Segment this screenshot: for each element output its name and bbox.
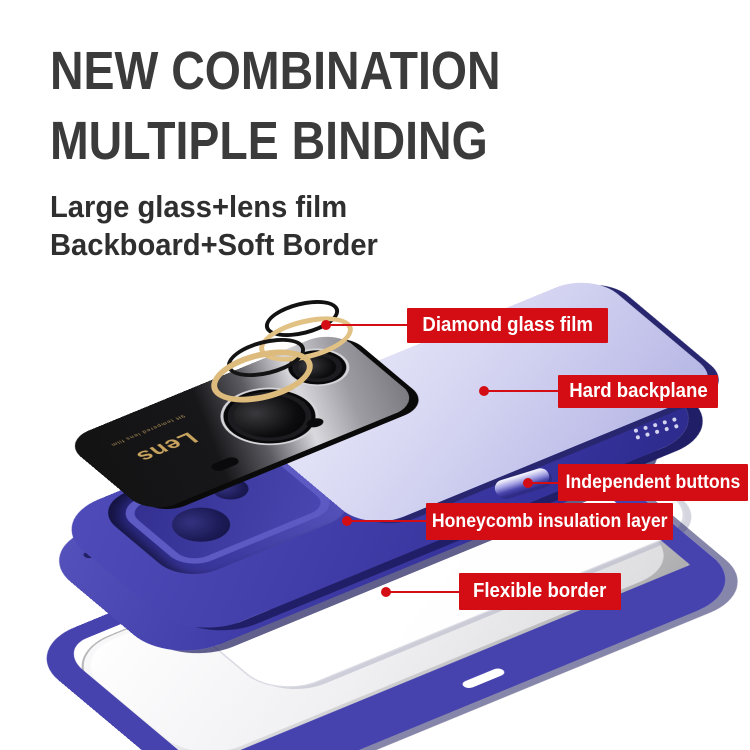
callout-leader-line: [532, 482, 558, 484]
callout-label: Hard backplane: [558, 375, 718, 408]
callout-leader-line: [488, 390, 558, 392]
callout-leader-line: [390, 591, 459, 593]
callout-label: Flexible border: [459, 573, 621, 610]
callout-label: Diamond glass film: [407, 308, 608, 343]
callout-label: Independent buttons: [558, 464, 748, 501]
subtitle-line-2: Backboard+Soft Border: [50, 227, 378, 262]
callout-leader-line: [330, 324, 407, 326]
callout-label: Honeycomb insulation layer: [426, 503, 673, 540]
lens-well-large: [160, 500, 242, 549]
page-subtitle: Large glass+lens film Backboard+Soft Bor…: [50, 188, 378, 264]
flash-slot: [208, 455, 242, 473]
callout-dot: [523, 478, 533, 488]
callout-leader-line: [351, 520, 426, 522]
port-cutout: [460, 667, 507, 690]
callout-dot: [342, 516, 352, 526]
page-title: NEW COMBINATION MULTIPLE BINDING: [50, 36, 501, 176]
subtitle-line-1: Large glass+lens film: [50, 189, 348, 224]
callout-dot: [321, 320, 331, 330]
callout-dot: [381, 587, 391, 597]
callout-dot: [479, 386, 489, 396]
title-line-2: MULTIPLE BINDING: [50, 111, 488, 171]
title-line-1: NEW COMBINATION: [50, 41, 501, 101]
